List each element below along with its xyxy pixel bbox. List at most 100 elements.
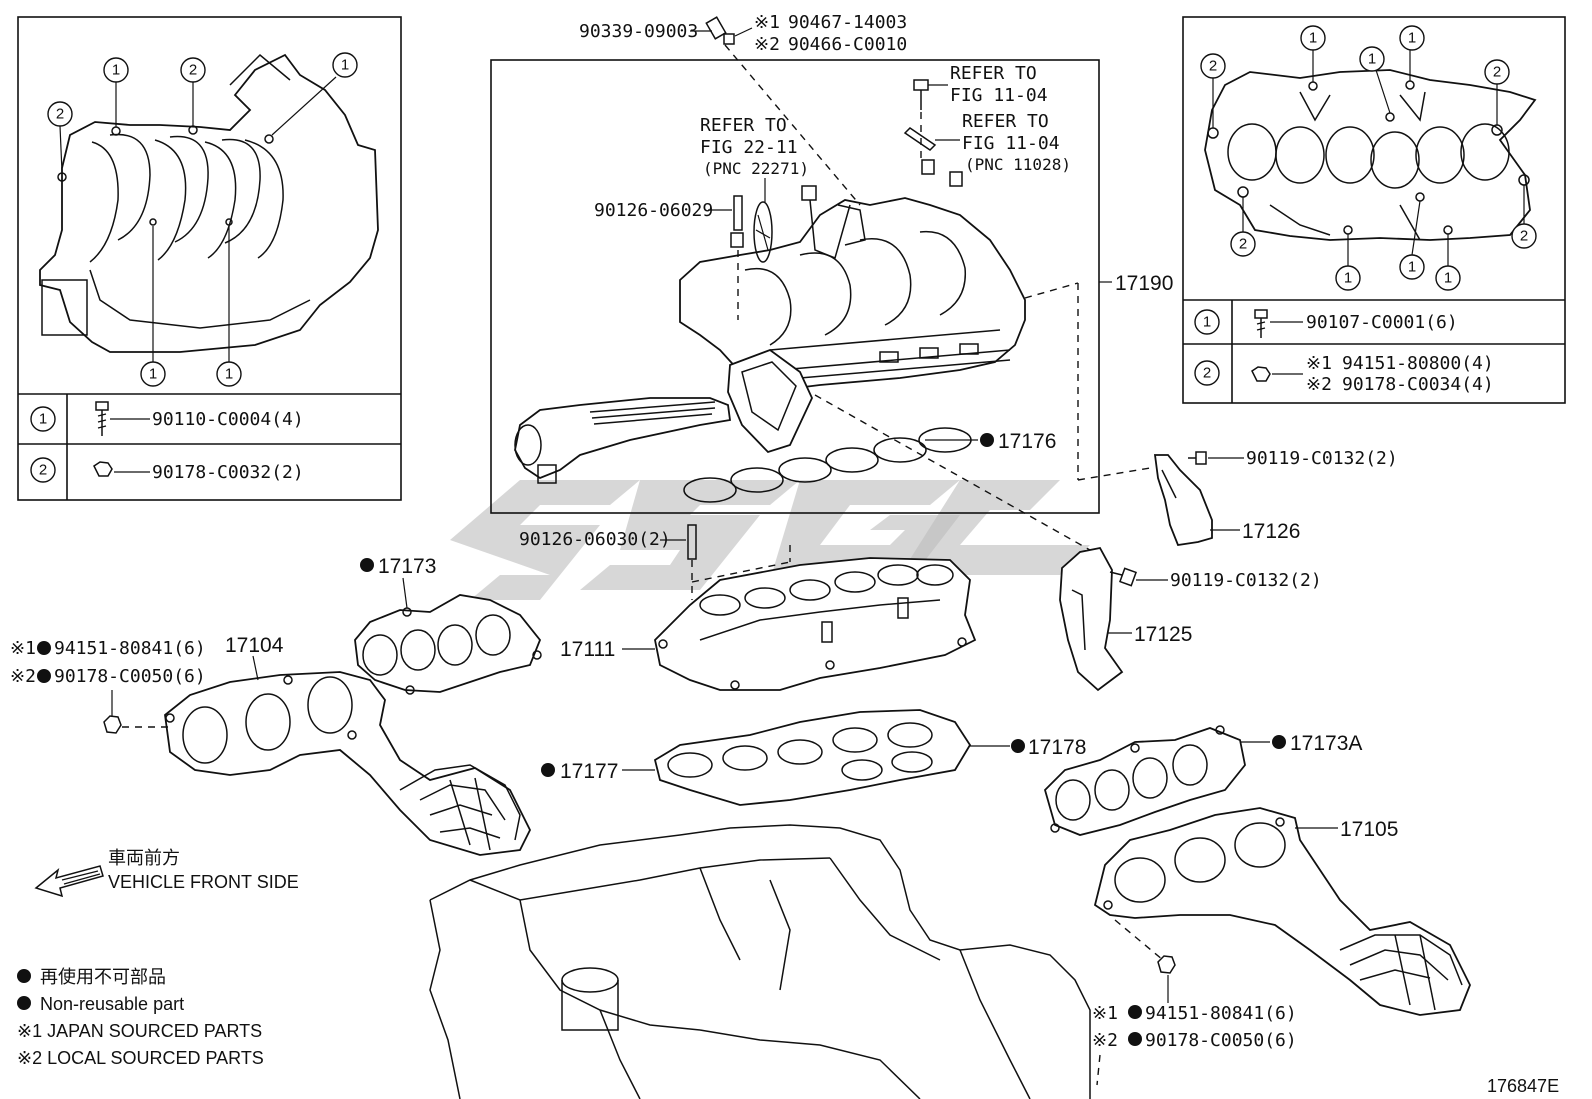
bolt-90119-b: 90119-C0132(2) (1109, 567, 1322, 591)
svg-text:1: 1 (1444, 270, 1452, 287)
callout-left-2b: 2 (47, 101, 73, 173)
engine-block-part (429, 824, 1091, 1099)
callout-left-2a: 2 (180, 57, 206, 126)
label-17125: 17125 (1108, 623, 1192, 646)
callout-right-2a: 2 (1200, 53, 1226, 128)
callout-right-1c: 1 (1359, 46, 1391, 114)
svg-text:2: 2 (1493, 64, 1501, 81)
detail-left-row-1: 1 90110-C0004(4) (30, 401, 304, 436)
label-refer-fig-11-04-a: REFER TO FIG 11-04 (928, 63, 1048, 106)
callout-right-1e: 1 (1399, 200, 1425, 280)
svg-text:※1: ※1 (1092, 1003, 1118, 1024)
clip-fig-11-04 (903, 127, 937, 151)
label-17190: 17190 (1099, 272, 1173, 295)
svg-text:※1: ※1 (10, 638, 36, 659)
svg-text:2: 2 (1209, 58, 1217, 75)
svg-text:17190: 17190 (1115, 272, 1173, 295)
svg-text:94151-80841(6): 94151-80841(6) (1145, 1003, 1297, 1024)
lower-intake-manifold-17111-part (654, 557, 977, 691)
vehicle-front-direction: 車両前方 VEHICLE FRONT SIDE (34, 848, 299, 898)
label-17173: 17173 (360, 555, 436, 609)
callout-right-2d: 2 (1511, 185, 1537, 249)
callout-left-1d: 1 (216, 226, 242, 387)
svg-text:17173A: 17173A (1290, 732, 1362, 755)
label-17176: 17176 (925, 430, 1056, 453)
intake-box-center: 17176 (490, 44, 1100, 551)
bracket-17125-part (1059, 546, 1124, 692)
svg-text:※2 LOCAL SOURCED PARTS: ※2 LOCAL SOURCED PARTS (17, 1048, 264, 1068)
detail-right-row-1: 1 90107-C0001(6) (1194, 309, 1458, 338)
svg-text:VEHICLE FRONT SIDE: VEHICLE FRONT SIDE (108, 872, 299, 892)
svg-text:90178-C0050(6): 90178-C0050(6) (1145, 1030, 1297, 1051)
svg-text:REFER TO: REFER TO (950, 63, 1037, 84)
stud-90126-06030: 90126-06030(2) (519, 524, 791, 600)
label-17178: 17178 (970, 736, 1086, 759)
watermark-logo (450, 480, 1090, 600)
svg-text:17104: 17104 (225, 634, 284, 657)
svg-text:1: 1 (341, 57, 349, 74)
bolt-icon (1254, 309, 1268, 338)
stud-90126-06029 (730, 195, 744, 248)
detail-box-left: 1 2 1 2 1 1 1 (17, 16, 402, 501)
label-90126-06029: 90126-06029 (594, 200, 732, 221)
svg-text:17178: 17178 (1028, 736, 1086, 759)
svg-text:90119-C0132(2): 90119-C0132(2) (1246, 448, 1398, 469)
callout-right-2b: 2 (1484, 59, 1510, 125)
svg-text:1: 1 (1408, 259, 1416, 276)
svg-text:FIG 11-04: FIG 11-04 (962, 133, 1060, 154)
svg-text:FIG 22-11: FIG 22-11 (700, 137, 798, 158)
svg-text:Non-reusable part: Non-reusable part (40, 994, 184, 1014)
throttle-body-part (727, 348, 813, 454)
svg-text:1: 1 (1309, 30, 1317, 47)
svg-text:FIG 11-04: FIG 11-04 (950, 85, 1048, 106)
intake-pipe-part (514, 397, 732, 484)
callout-left-1a: 1 (103, 57, 129, 127)
svg-text:2: 2 (189, 62, 197, 79)
exhaust-manifold-17105-part (1093, 807, 1471, 1016)
svg-text:1: 1 (112, 62, 120, 79)
svg-text:※2: ※2 (1306, 374, 1332, 395)
svg-text:1: 1 (149, 366, 157, 383)
bolt-90119-a: 90119-C0132(2) (1188, 448, 1398, 469)
svg-text:94151-80800(4): 94151-80800(4) (1342, 353, 1494, 374)
label-17104: 17104 (225, 634, 284, 681)
svg-text:1: 1 (1344, 270, 1352, 287)
svg-text:1: 1 (225, 366, 233, 383)
intake-plenum-part (679, 197, 1026, 391)
svg-text:2: 2 (1203, 365, 1211, 382)
svg-text:2: 2 (1239, 236, 1247, 253)
label-refer-fig-11-04-b: REFER TO FIG 11-04 (PNC 11028) (935, 111, 1071, 174)
label-exhaust-nut-right: ※1 94151-80841(6) ※2 90178-C0050(6) (1092, 919, 1297, 1086)
svg-text:1: 1 (39, 411, 47, 428)
callout-right-1d: 1 (1335, 234, 1361, 291)
label-17126: 17126 (1210, 520, 1300, 543)
svg-text:17125: 17125 (1134, 623, 1192, 646)
bracket-17126-part (1153, 454, 1213, 546)
svg-text:17177: 17177 (560, 760, 618, 783)
svg-text:2: 2 (56, 106, 64, 123)
callout-right-2c: 2 (1230, 197, 1256, 257)
svg-text:REFER TO: REFER TO (700, 115, 787, 136)
intake-manifold-sketch-left (39, 53, 379, 353)
callout-right-1a: 1 (1300, 25, 1326, 82)
svg-text:1: 1 (1368, 51, 1376, 68)
svg-text:17105: 17105 (1340, 818, 1398, 841)
label-90339: 90339-09003 (579, 16, 735, 45)
svg-text:再使用不可部品: 再使用不可部品 (40, 967, 166, 987)
svg-text:17126: 17126 (1242, 520, 1300, 543)
svg-text:90107-C0001(6): 90107-C0001(6) (1306, 312, 1458, 333)
svg-text:1: 1 (1408, 30, 1416, 47)
svg-text:車両前方: 車両前方 (108, 848, 180, 868)
svg-text:90339-09003: 90339-09003 (579, 21, 698, 42)
label-refer-fig-22-11: REFER TO FIG 22-11 (PNC 22271) (700, 115, 809, 202)
small-nuts (801, 159, 963, 201)
svg-text:17173: 17173 (378, 555, 436, 578)
label-90467-90466: ※1 90467-14003 ※2 90466-C0010 (734, 12, 907, 55)
bolt-icon (95, 401, 109, 436)
exhaust-gasket-17173A-part (1043, 725, 1246, 836)
throttle-gasket-part (753, 201, 773, 263)
svg-text:90110-C0004(4): 90110-C0004(4) (152, 409, 304, 430)
svg-text:※1: ※1 (754, 12, 780, 33)
svg-text:90178-C0032(2): 90178-C0032(2) (152, 462, 304, 483)
